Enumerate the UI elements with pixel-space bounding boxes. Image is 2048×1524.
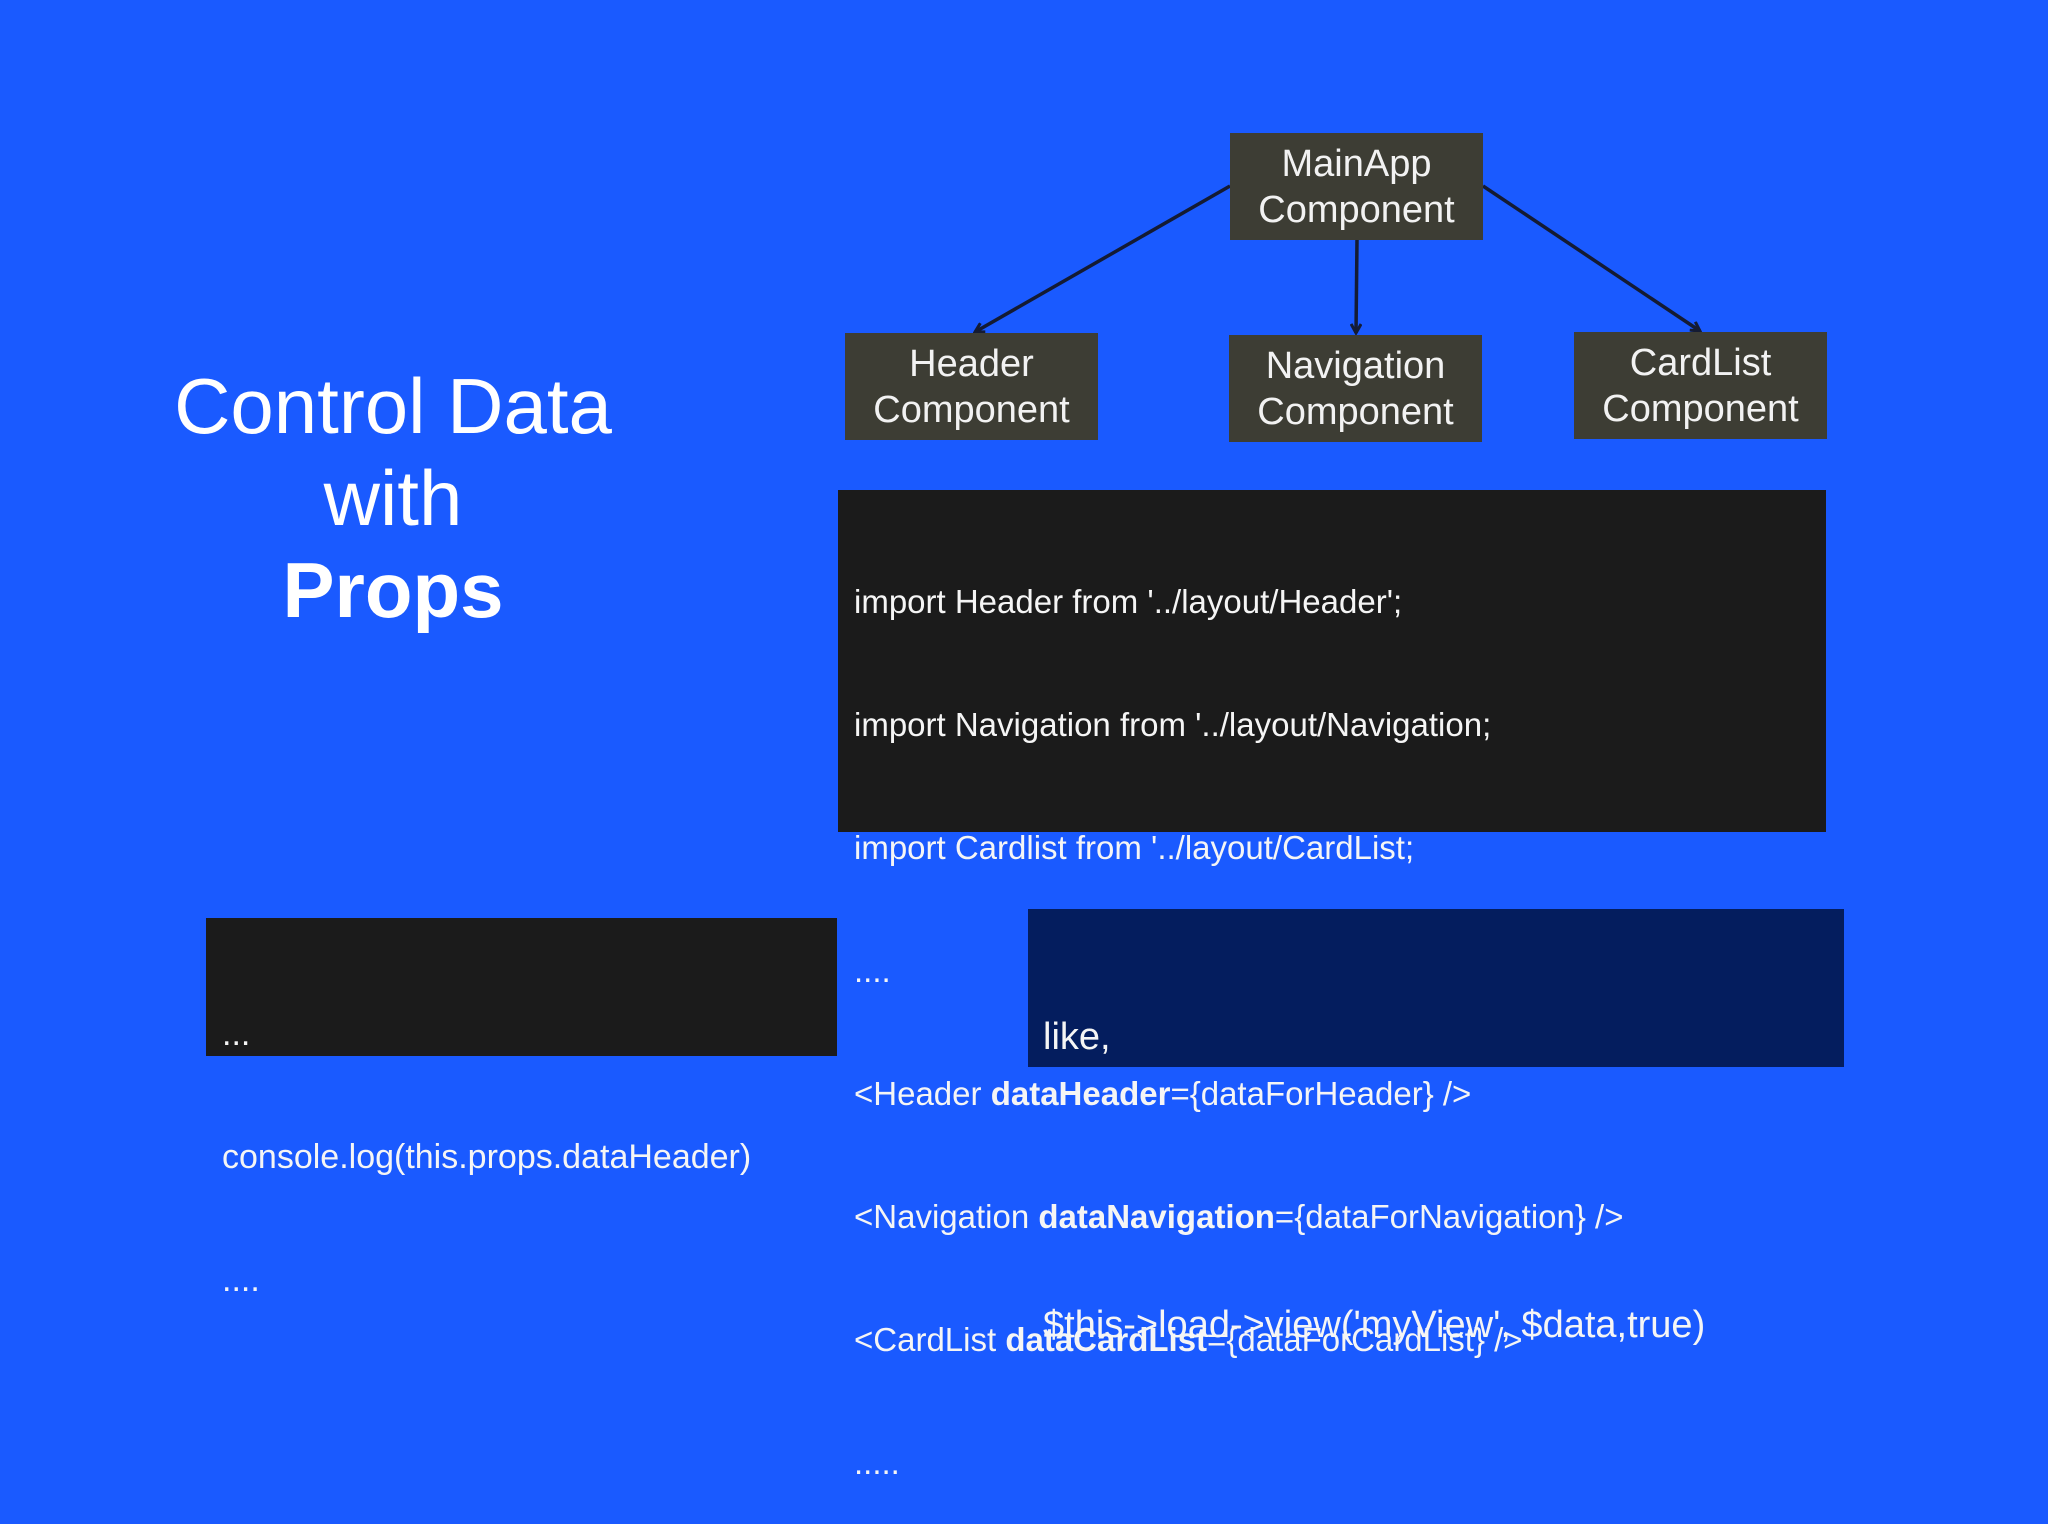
arrow-to-cardlist	[1482, 184, 1700, 331]
node-label-line-1: Header	[909, 342, 1034, 385]
title-line-1: Control Data	[174, 362, 612, 450]
mainapp-component-node: MainApp Component	[1230, 133, 1483, 240]
node-label-line-2: Component	[1602, 387, 1799, 430]
slide-title: Control Data with Props	[128, 360, 658, 636]
node-label-line-2: Component	[873, 388, 1070, 431]
navigation-component-node: Navigation Component	[1229, 335, 1482, 442]
code-line: import Cardlist from '../layout/CardList…	[854, 829, 1415, 866]
node-label-line-2: Component	[1257, 390, 1454, 433]
note-line-2: $this->load->view('myView', $data,true)	[1043, 1304, 1706, 1346]
node-label-line-1: CardList	[1629, 341, 1772, 384]
title-line-3: Props	[282, 546, 504, 634]
title-line-2: with	[323, 454, 463, 542]
code-line: .....	[854, 1444, 900, 1481]
code-line: console.log(this.props.dataHeader)	[222, 1138, 752, 1176]
header-component-node: Header Component	[845, 333, 1098, 440]
console-code-block: ... console.log(this.props.dataHeader) .…	[206, 918, 837, 1299]
code-line: ....	[854, 952, 891, 989]
prop-name: dataHeader	[990, 1075, 1171, 1112]
arrow-to-header	[975, 184, 1231, 332]
code-line: ...	[222, 1015, 251, 1053]
code-text: <Header	[854, 1075, 991, 1112]
code-text: ={dataForHeader} />	[1170, 1075, 1472, 1112]
code-line: import Navigation from '../layout/Naviga…	[854, 706, 1492, 743]
note-spacer	[1043, 1157, 1844, 1205]
arrow-to-navigation	[1356, 239, 1357, 333]
node-label-line-1: Navigation	[1265, 344, 1446, 387]
code-line: import Header from '../layout/Header';	[854, 583, 1403, 620]
code-text: <Navigation	[854, 1198, 1039, 1235]
import-code-block: import Header from '../layout/Header'; i…	[838, 490, 1826, 1481]
diagram-connectors	[0, 184, 2048, 1152]
note-line-1: like,	[1043, 1016, 1111, 1058]
node-label-line-1: MainApp	[1281, 142, 1432, 185]
code-text: <CardList	[854, 1321, 1006, 1358]
php-comparison-note: like, $this->load->view('myView', $data,…	[1028, 909, 1844, 1346]
node-label-line-2: Component	[1258, 188, 1455, 231]
cardlist-component-node: CardList Component	[1574, 332, 1827, 439]
code-line-prop: <Header dataHeader={dataForHeader} />	[854, 1073, 1826, 1114]
code-line: ....	[222, 1261, 260, 1299]
